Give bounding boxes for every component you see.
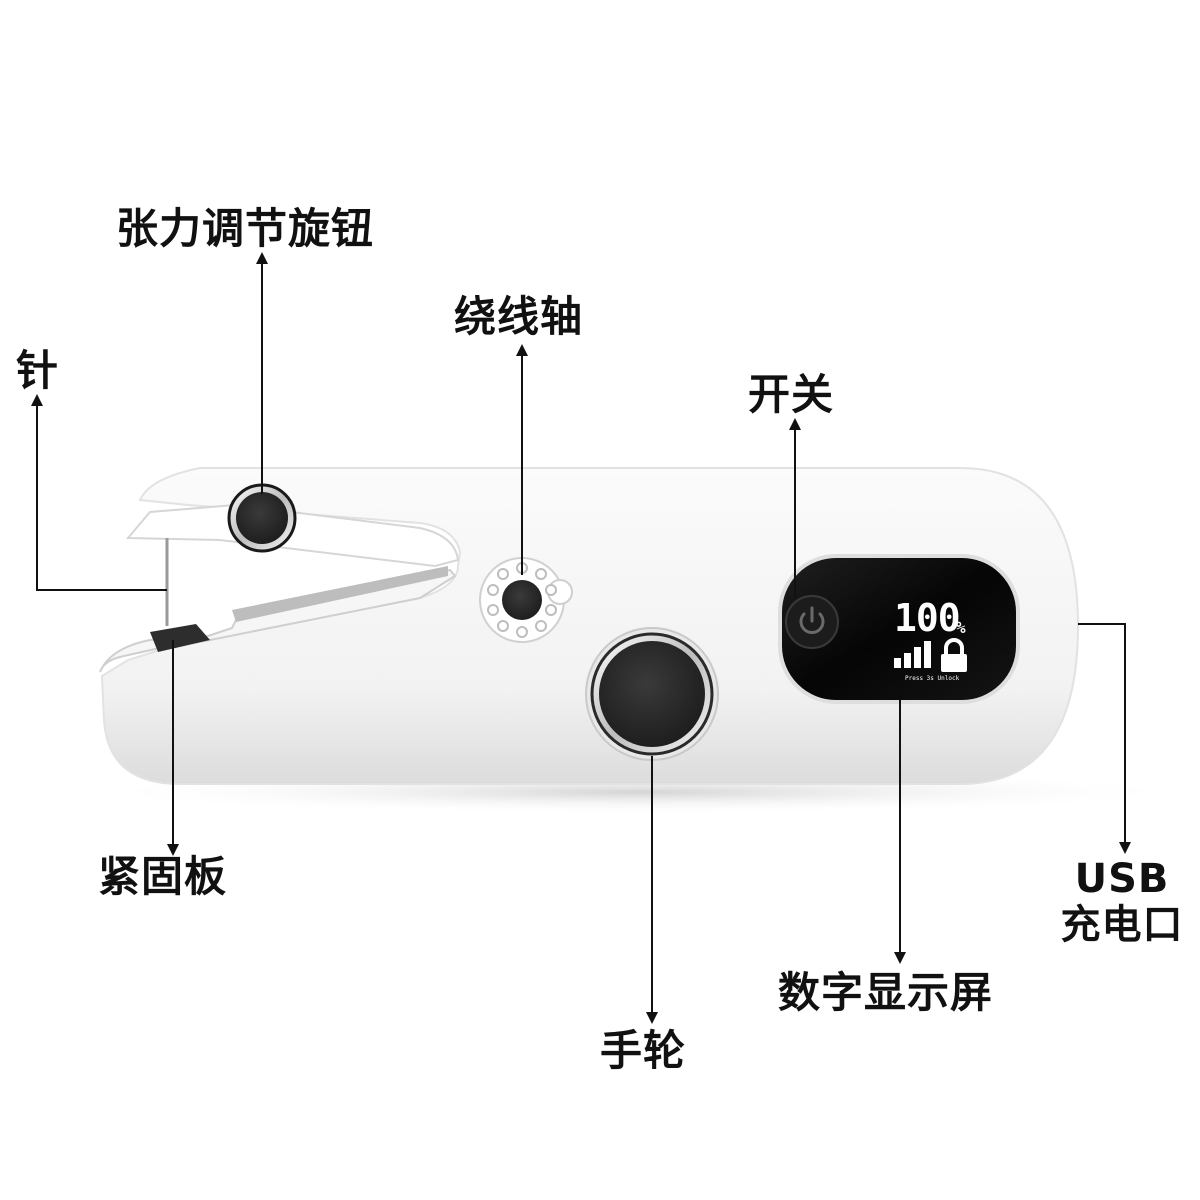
upper-arm <box>125 503 460 568</box>
machine-body <box>100 467 1080 785</box>
label-power-switch: 开关 <box>748 370 835 419</box>
lock-icon <box>941 638 967 672</box>
label-clamp-plate: 紧固板 <box>98 852 228 901</box>
callout-lines <box>31 252 1131 1024</box>
label-usb-port: USB 充电口 <box>1050 856 1194 948</box>
battery-value: 100 <box>894 596 961 640</box>
signal-bars-icon <box>894 641 931 668</box>
label-handwheel: 手轮 <box>600 1026 687 1075</box>
tension-knob[interactable] <box>236 492 288 544</box>
label-usb-line2: 充电口 <box>1060 902 1184 948</box>
label-needle: 针 <box>16 346 60 395</box>
power-icon <box>799 606 825 634</box>
battery-unit: % <box>956 618 966 637</box>
bobbin-winder[interactable] <box>479 557 573 643</box>
unlock-hint: Press 3s Unlock <box>905 675 960 682</box>
clamp-plate-shape <box>150 624 210 652</box>
handwheel[interactable] <box>585 627 719 761</box>
label-usb-line1: USB <box>1074 856 1170 902</box>
lower-jaw <box>99 568 457 673</box>
jaw-groove <box>232 566 448 622</box>
label-display-screen: 数字显示屏 <box>778 968 994 1017</box>
label-tension-knob: 张力调节旋钮 <box>116 204 375 253</box>
power-button[interactable] <box>785 595 839 649</box>
label-bobbin-winder: 绕线轴 <box>454 292 584 341</box>
